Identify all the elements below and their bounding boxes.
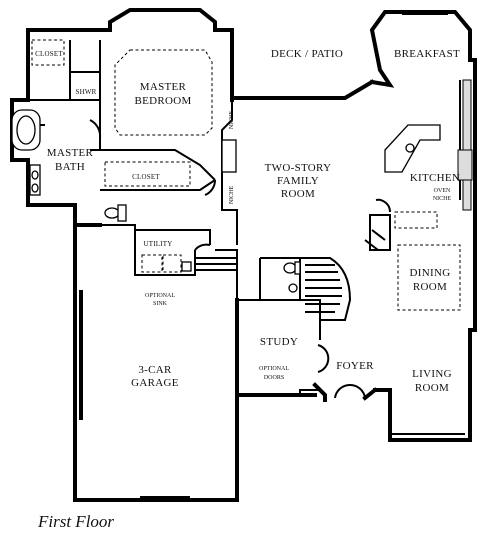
label-closet-mid: CLOSET (132, 173, 160, 181)
label-deck-patio: DECK / PATIO (271, 48, 343, 60)
label-optional-sink: SINK (153, 301, 168, 307)
room-labels: CLOSET SHWR MASTER BEDROOM MASTER BATH C… (35, 48, 460, 394)
label-master-bath: MASTER (47, 147, 94, 159)
label-study: STUDY (260, 336, 298, 348)
label-foyer: FOYER (336, 360, 374, 372)
label-oven-niche: OVEN (434, 188, 451, 194)
label-breakfast: BREAKFAST (394, 48, 460, 60)
label-garage: GARAGE (131, 377, 179, 389)
label-master-bedroom: BEDROOM (134, 95, 191, 107)
label-dining-room: ROOM (413, 281, 447, 293)
label-niche-2: NICHE (229, 186, 235, 205)
ceiling-outlines (31, 39, 461, 311)
plan-caption: First Floor (37, 512, 114, 531)
label-master-bedroom: MASTER (140, 81, 187, 93)
label-kitchen: KITCHEN (410, 172, 460, 184)
label-living-room: LIVING (412, 368, 452, 380)
label-master-bath: BATH (55, 161, 85, 173)
label-oven-niche: NICHE (433, 196, 452, 202)
exterior-walls (10, 8, 477, 502)
staircase (195, 229, 386, 321)
label-living-room: ROOM (415, 382, 449, 394)
label-closet-top: CLOSET (35, 50, 63, 58)
toilet (104, 207, 120, 219)
label-family-room: ROOM (281, 188, 315, 200)
fixtures (11, 79, 473, 293)
label-shower: SHWR (75, 88, 96, 96)
label-garage: 3-CAR (138, 364, 172, 376)
label-optional-doors: OPTIONAL (259, 366, 289, 372)
label-optional-sink: OPTIONAL (145, 293, 175, 299)
label-family-room: FAMILY (277, 175, 319, 187)
label-optional-doors: DOORS (264, 375, 284, 381)
label-utility: UTILITY (143, 240, 172, 248)
label-family-room: TWO-STORY (265, 162, 332, 174)
label-dining-room: DINING (410, 267, 451, 279)
doors (89, 119, 392, 399)
label-niche-1: NICHE (229, 111, 235, 130)
windows (79, 13, 465, 501)
